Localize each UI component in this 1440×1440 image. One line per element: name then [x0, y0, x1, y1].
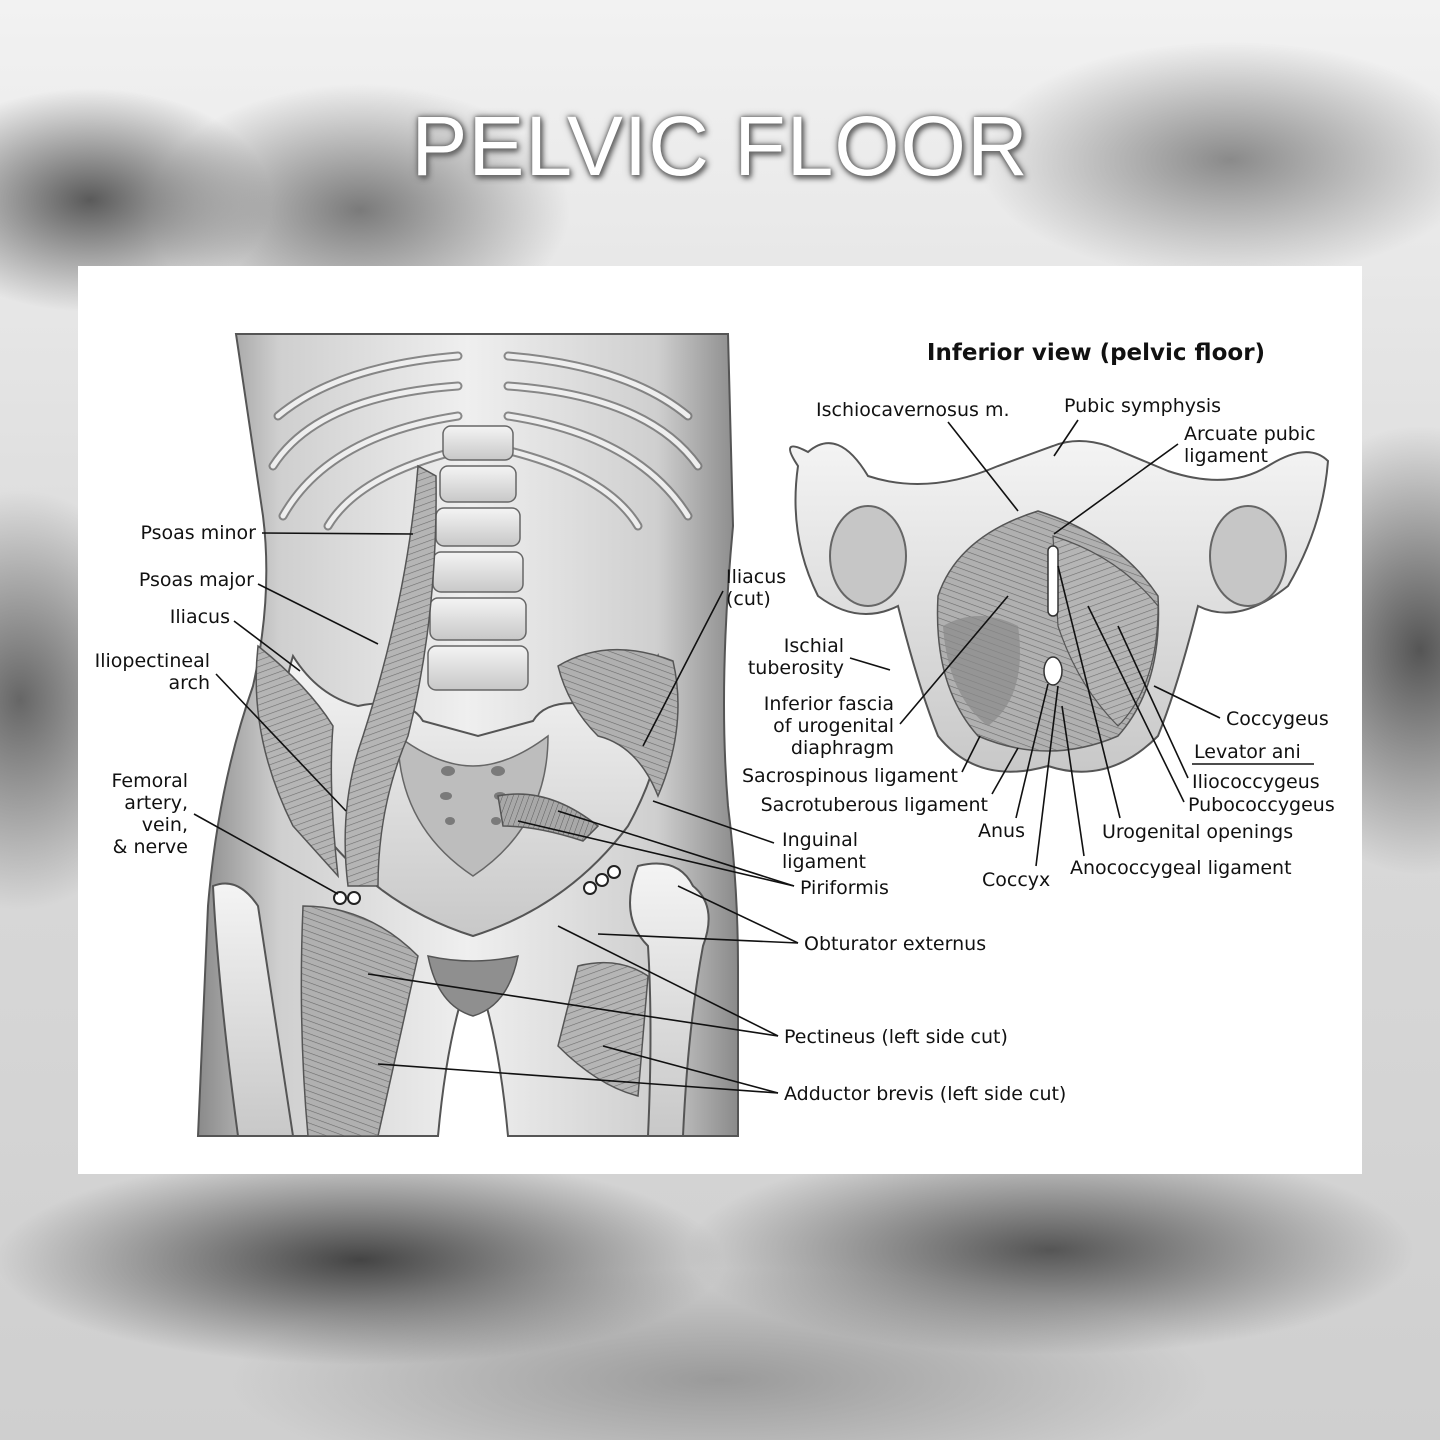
label-ischial-tuberosity: Ischial tuberosity [748, 635, 891, 679]
label-pectineus: Pectineus (left side cut) [367, 925, 1008, 1048]
label-iliopectineal-arch: Iliopectineal arch [95, 650, 347, 812]
label-inguinal-ligament: Inguinal ligament [652, 800, 866, 873]
label-piriformis: Piriformis [517, 810, 889, 899]
label-inferior-fascia: Inferior fascia of urogenital diaphragm [764, 595, 1009, 759]
label-coccygeus: Coccygeus [1153, 685, 1329, 730]
label-iliococcygeus: Iliococcygeus [1117, 625, 1320, 793]
label-text: (cut) [726, 588, 771, 610]
label-pubococcygeus: Pubococcygeus [1087, 605, 1335, 816]
label-coccyx: Coccyx [982, 685, 1059, 891]
label-text: ligament [1184, 445, 1268, 467]
label-text: Iliacus [170, 606, 230, 628]
label-text: Obturator externus [804, 933, 986, 955]
label-text: of urogenital [773, 715, 894, 737]
label-text: Pubococcygeus [1188, 794, 1335, 816]
label-adductor-brevis: Adductor brevis (left side cut) [377, 1045, 1066, 1105]
label-text: Levator ani [1194, 741, 1301, 763]
label-text: Femoral [112, 770, 188, 792]
label-sacrotuberous-ligament: Sacrotuberous ligament [761, 747, 1019, 816]
label-levator-ani: Levator ani [1192, 741, 1314, 765]
anatomy-diagram: Psoas minor Psoas major Iliacus Iliopect… [95, 333, 1335, 1137]
label-iliacus: Iliacus [170, 606, 301, 672]
label-anus: Anus [978, 683, 1049, 842]
label-text: tuberosity [748, 657, 844, 679]
label-text: Pectineus (left side cut) [784, 1026, 1008, 1048]
label-urogenital-openings: Urogenital openings [1057, 565, 1293, 843]
label-text: Inferior fascia [764, 693, 894, 715]
page-title: PELVIC FLOOR [411, 99, 1029, 193]
label-text: artery, [124, 792, 188, 814]
label-text: Iliococcygeus [1192, 771, 1320, 793]
label-text: Coccyx [982, 869, 1050, 891]
label-text: Anococcygeal ligament [1070, 857, 1292, 879]
label-text: Ischiocavernosus m. [816, 399, 1010, 421]
label-text: Piriformis [800, 877, 889, 899]
label-anococcygeal-ligament: Anococcygeal ligament [1061, 705, 1292, 879]
label-text: Ischial [784, 635, 844, 657]
label-text: Arcuate pubic [1184, 423, 1316, 445]
label-text: Coccygeus [1226, 708, 1329, 730]
label-text: Pubic symphysis [1064, 395, 1221, 417]
label-obturator-externus: Obturator externus [597, 885, 986, 955]
label-text: Sacrospinous ligament [742, 765, 958, 787]
label-text: Psoas major [139, 569, 254, 591]
label-sacrospinous-ligament: Sacrospinous ligament [742, 735, 981, 787]
inset-heading: Inferior view (pelvic floor) [927, 340, 1265, 366]
label-text: Iliopectineal [95, 650, 210, 672]
diagram-panel: Psoas minor Psoas major Iliacus Iliopect… [78, 266, 1362, 1174]
label-text: Anus [978, 820, 1025, 842]
label-text: & nerve [113, 836, 188, 858]
torso-illustration [196, 333, 739, 1137]
label-text: Adductor brevis (left side cut) [784, 1083, 1066, 1105]
label-pubic-symphysis: Pubic symphysis [1053, 395, 1221, 457]
label-text: Iliacus [726, 566, 786, 588]
label-text: vein, [142, 814, 188, 836]
label-psoas-minor: Psoas minor [141, 522, 414, 544]
label-femoral-artery-vein-nerve: Femoral artery, vein, & nerve [112, 770, 339, 895]
label-iliacus-cut: Iliacus (cut) [642, 566, 786, 747]
label-text: Inguinal [782, 829, 858, 851]
label-arcuate-pubic-ligament: Arcuate pubic ligament [1053, 423, 1316, 535]
label-text: arch [168, 672, 210, 694]
label-psoas-major: Psoas major [139, 569, 379, 645]
label-text: Sacrotuberous ligament [761, 794, 988, 816]
label-text: ligament [782, 851, 866, 873]
pelvic-floor-inset [789, 440, 1330, 773]
label-ischiocavernosus: Ischiocavernosus m. [816, 399, 1019, 512]
label-text: Urogenital openings [1102, 821, 1293, 843]
label-text: Psoas minor [141, 522, 257, 544]
label-text: diaphragm [791, 737, 894, 759]
